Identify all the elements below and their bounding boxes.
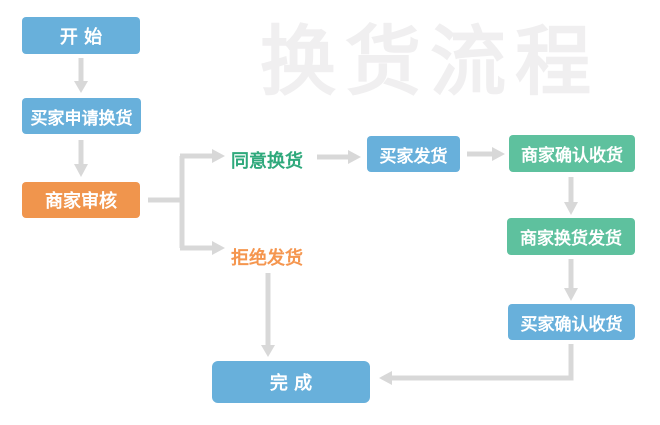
arrow-exchange-ship-to-buyer-confirm <box>564 259 578 301</box>
arrow-reject-to-done <box>261 273 275 357</box>
arrow-agree-to-buyer-ship <box>317 150 361 164</box>
node-merchant-confirm-receipt: 商家确认收货 <box>509 135 635 172</box>
node-buyer-apply-exchange: 买家申请换货 <box>22 98 141 134</box>
node-merchant-review: 商家审核 <box>22 182 140 218</box>
branch-connector <box>148 156 185 248</box>
node-merchant-exchange-ship: 商家换货发货 <box>507 218 635 255</box>
watermark-title: 换货流程 <box>260 17 600 106</box>
arrow-buyer-ship-to-merchant-confirm <box>467 147 505 161</box>
branch-label-agree-exchange: 同意换货 <box>231 151 303 172</box>
arrow-apply-to-review <box>74 140 88 177</box>
branch-label-reject-ship: 拒绝发货 <box>231 248 303 269</box>
node-start: 开 始 <box>22 17 140 54</box>
arrow-start-to-apply <box>74 58 88 93</box>
arrow-merchant-confirm-to-exchange-ship <box>564 177 578 215</box>
arrow-branch-to-reject <box>180 241 225 255</box>
node-done: 完 成 <box>212 361 370 403</box>
arrow-buyer-confirm-to-done <box>379 344 574 385</box>
node-buyer-ship: 买家发货 <box>367 136 460 172</box>
node-buyer-confirm-receipt: 买家确认收货 <box>508 304 635 340</box>
arrow-branch-to-agree <box>180 149 225 163</box>
